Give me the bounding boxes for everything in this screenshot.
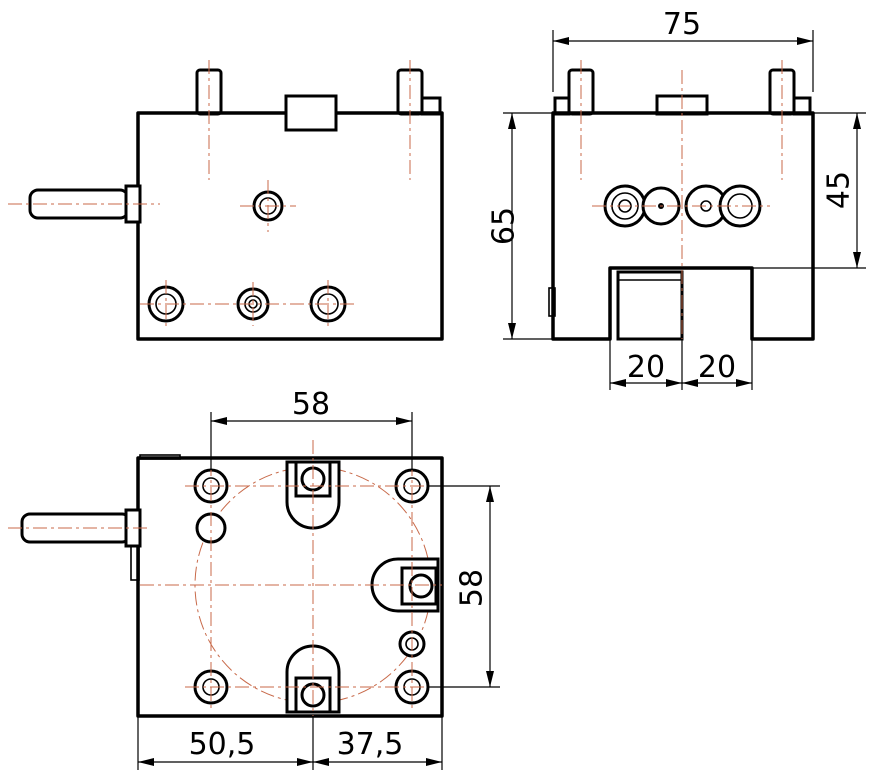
dim-label-45: 45 — [822, 171, 857, 209]
arrowhead — [486, 671, 494, 687]
arrowhead — [297, 758, 313, 766]
arrowhead — [797, 37, 813, 45]
arrowhead — [853, 252, 861, 268]
arrowhead — [396, 417, 412, 425]
arrowhead — [508, 113, 516, 129]
side-view: 75 65 45 20 20 — [487, 7, 866, 390]
dim-label-37-5: 37,5 — [337, 727, 404, 762]
dim-label-58-v: 58 — [455, 569, 490, 607]
arrowhead — [666, 379, 682, 387]
dim-label-50-5: 50,5 — [189, 727, 256, 762]
top-body-edge — [139, 454, 181, 460]
top-body — [136, 456, 444, 718]
dim-label-58-h: 58 — [292, 387, 330, 422]
front-view — [8, 60, 444, 341]
arrowhead — [138, 758, 154, 766]
arrowhead — [853, 113, 861, 129]
dim-label-75: 75 — [663, 7, 701, 42]
side-body-notch — [548, 287, 556, 317]
side-slot-block — [616, 270, 684, 341]
arrowhead — [553, 37, 569, 45]
arrowhead — [426, 758, 442, 766]
arrowhead — [736, 379, 752, 387]
arrowhead — [486, 486, 494, 502]
dim-label-20-left: 20 — [627, 350, 665, 385]
dim-label-65: 65 — [487, 207, 522, 245]
arrowhead — [211, 417, 227, 425]
arrowhead — [508, 323, 516, 339]
arrowhead — [313, 758, 329, 766]
front-top-tab — [284, 94, 338, 132]
arrowhead — [610, 379, 626, 387]
top-view: 58 58 50,5 37,5 — [8, 387, 500, 770]
arrowhead — [682, 379, 698, 387]
dim-label-20-right: 20 — [698, 350, 736, 385]
clamp-right-screw — [408, 573, 434, 599]
